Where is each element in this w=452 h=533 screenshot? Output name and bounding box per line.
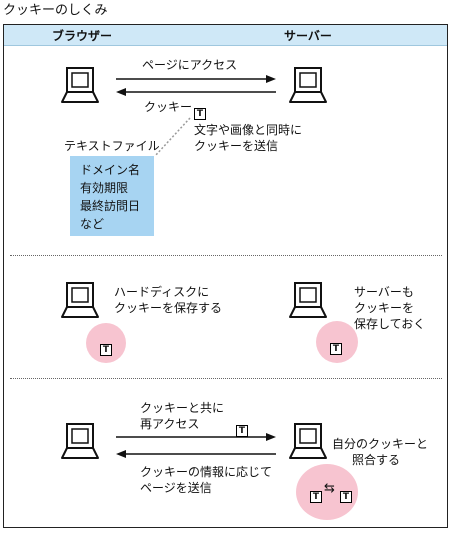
compare-swap-icon: ⇆ <box>324 481 335 496</box>
section-divider-2 <box>10 378 442 379</box>
browser-laptop-icon <box>61 423 99 459</box>
server-storage-highlight <box>316 321 358 363</box>
browser-save-note: ハードディスクに <box>114 285 210 299</box>
server-compare-note: 自分のクッキーと <box>332 437 429 451</box>
browser-save-note: クッキーを保存する <box>114 301 223 315</box>
textfile-label: テキストファイル <box>64 139 160 153</box>
browser-laptop-icon <box>61 282 99 318</box>
request-label: ページにアクセス <box>142 58 238 72</box>
browser-stored-token-icon: T <box>100 344 112 356</box>
textfile-item: など <box>80 217 105 231</box>
diagram-title: クッキーのしくみ <box>3 3 108 18</box>
server-save-note: 保存しておく <box>354 317 426 331</box>
reaccess-label: クッキーと共に <box>140 401 225 415</box>
section-divider-1 <box>10 255 442 256</box>
cookie-token-icon: T <box>194 108 206 120</box>
reaccess-label: 再アクセス <box>140 417 200 431</box>
header-server: サーバー <box>284 29 332 43</box>
textfile-item: ドメイン名 <box>80 163 141 177</box>
browser-storage-highlight <box>86 323 126 363</box>
textfile-item: 有効期限 <box>80 181 129 195</box>
reaccess-token-icon: T <box>236 425 248 437</box>
send-page-label: ページを送信 <box>140 481 212 495</box>
browser-token-icon: T <box>340 491 352 503</box>
browser-laptop-icon <box>61 67 99 103</box>
column-header-bar <box>4 25 447 46</box>
send-page-label: クッキーの情報に応じて <box>140 465 273 479</box>
server-laptop-icon <box>289 67 327 103</box>
textfile-item: 最終訪問日 <box>80 199 141 213</box>
server-save-note: サーバーも <box>354 285 414 299</box>
diagram-frame <box>3 24 448 528</box>
cookie-label: クッキー <box>144 100 193 114</box>
server-laptop-icon <box>289 282 327 318</box>
server-laptop-icon <box>289 423 327 459</box>
server-save-note: クッキーを <box>354 301 415 315</box>
server-token-icon: T <box>310 491 322 503</box>
server-stored-token-icon: T <box>330 343 342 355</box>
textfile-pointer-line <box>154 117 191 157</box>
server-send-note: クッキーを送信 <box>194 139 279 153</box>
server-compare-note: 照合する <box>352 453 401 467</box>
server-send-note: 文字や画像と同時に <box>194 123 303 137</box>
textfile-note: ドメイン名 有効期限 最終訪問日 など <box>70 156 154 236</box>
header-browser: ブラウザー <box>52 29 113 43</box>
